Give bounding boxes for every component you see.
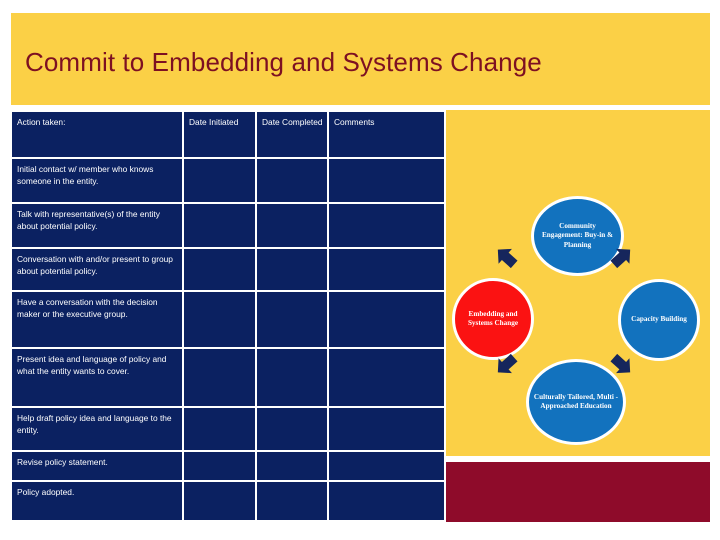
column-header-action: Action taken: — [12, 112, 182, 157]
cell-action: Policy adopted. — [12, 482, 182, 520]
cell-date-initiated[interactable] — [184, 482, 255, 520]
table-row: Conversation with and/or present to grou… — [12, 249, 444, 290]
cell-comments[interactable] — [329, 159, 444, 202]
cycle-arrow-top-left-icon — [487, 238, 525, 276]
cell-comments[interactable] — [329, 408, 444, 450]
cell-date-completed[interactable] — [257, 452, 327, 480]
cycle-arrow-top-right-icon — [603, 238, 641, 276]
cell-date-completed[interactable] — [257, 204, 327, 247]
cell-date-initiated[interactable] — [184, 408, 255, 450]
cell-date-initiated[interactable] — [184, 159, 255, 202]
table-row: Talk with representative(s) of the entit… — [12, 204, 444, 247]
cycle-node-community-engagement[interactable]: Community Engagement: Buy-in & Planning — [531, 196, 624, 276]
cell-action: Help draft policy idea and language to t… — [12, 408, 182, 450]
cell-date-completed[interactable] — [257, 159, 327, 202]
cell-date-completed[interactable] — [257, 349, 327, 406]
cycle-node-capacity-building[interactable]: Capacity Building — [618, 279, 700, 361]
cell-action: Have a conversation with the decision ma… — [12, 292, 182, 347]
cell-date-completed[interactable] — [257, 408, 327, 450]
cell-comments[interactable] — [329, 204, 444, 247]
cell-date-initiated[interactable] — [184, 292, 255, 347]
column-header-date-initiated: Date Initiated — [184, 112, 255, 157]
page-title: Commit to Embedding and Systems Change — [25, 47, 542, 77]
cell-comments[interactable] — [329, 292, 444, 347]
cycle-arrow-bottom-left-icon — [487, 346, 525, 384]
cell-date-completed[interactable] — [257, 482, 327, 520]
table-row: Present idea and language of policy and … — [12, 349, 444, 406]
table-row: Help draft policy idea and language to t… — [12, 408, 444, 450]
cell-action: Initial contact w/ member who knows some… — [12, 159, 182, 202]
column-header-comments: Comments — [329, 112, 444, 157]
cycle-node-embedding-systems-change[interactable]: Embedding and Systems Change — [452, 278, 534, 360]
cycle-node-label: Embedding and Systems Change — [467, 309, 519, 328]
action-tracking-table: Action taken: Date Initiated Date Comple… — [10, 110, 446, 522]
table-row: Initial contact w/ member who knows some… — [12, 159, 444, 202]
table-row: Policy adopted. — [12, 482, 444, 520]
cell-action: Talk with representative(s) of the entit… — [12, 204, 182, 247]
cell-action: Present idea and language of policy and … — [12, 349, 182, 406]
cell-action: Conversation with and/or present to grou… — [12, 249, 182, 290]
cycle-node-label: Community Engagement: Buy-in & Planning — [541, 221, 614, 249]
table-header-row: Action taken: Date Initiated Date Comple… — [12, 112, 444, 157]
cell-date-initiated[interactable] — [184, 349, 255, 406]
column-header-date-completed: Date Completed — [257, 112, 327, 157]
cell-date-initiated[interactable] — [184, 204, 255, 247]
cycle-node-culturally-tailored-education[interactable]: Culturally Tailored, Multi -Approached E… — [526, 359, 626, 445]
cycle-arrow-bottom-right-icon — [603, 346, 641, 384]
cell-action: Revise policy statement. — [12, 452, 182, 480]
table-row: Revise policy statement. — [12, 452, 444, 480]
cycle-node-label: Culturally Tailored, Multi -Approached E… — [533, 392, 619, 411]
cell-comments[interactable] — [329, 349, 444, 406]
cell-date-initiated[interactable] — [184, 249, 255, 290]
cell-date-initiated[interactable] — [184, 452, 255, 480]
title-band: Commit to Embedding and Systems Change — [11, 13, 710, 105]
cell-date-completed[interactable] — [257, 249, 327, 290]
cycle-diagram: Community Engagement: Buy-in & Planning … — [452, 196, 700, 448]
cell-comments[interactable] — [329, 452, 444, 480]
table-row: Have a conversation with the decision ma… — [12, 292, 444, 347]
cycle-node-label: Capacity Building — [631, 315, 687, 324]
cell-comments[interactable] — [329, 482, 444, 520]
cell-comments[interactable] — [329, 249, 444, 290]
cell-date-completed[interactable] — [257, 292, 327, 347]
